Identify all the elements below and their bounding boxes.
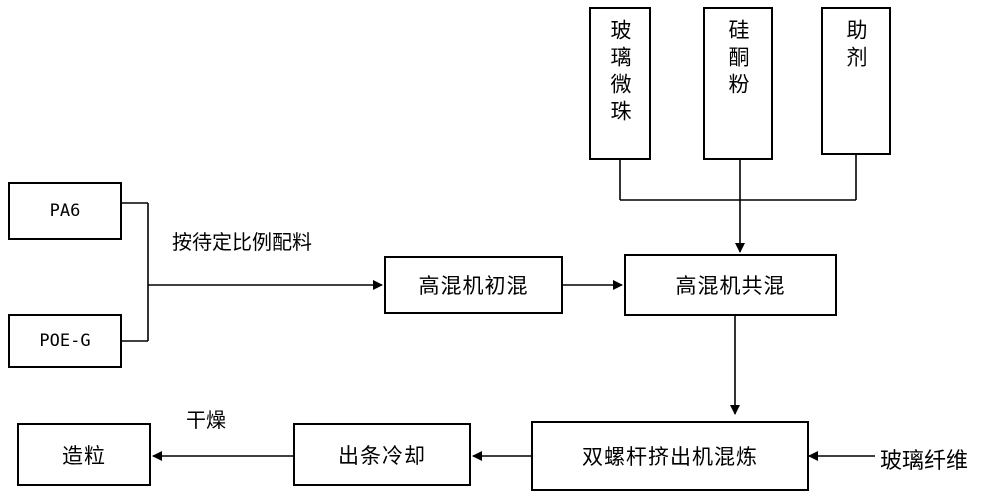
extrusion-label: 双螺杆挤出机混炼 bbox=[582, 441, 758, 471]
additive-label: 助剂 bbox=[841, 19, 871, 73]
pa6-label: PA6 bbox=[50, 201, 81, 221]
pelletizing-label: 造粒 bbox=[62, 440, 106, 470]
glass-beads-box: 玻璃微珠 bbox=[589, 7, 651, 160]
additive-box: 助剂 bbox=[821, 7, 891, 155]
proportion-label: 按待定比例配料 bbox=[172, 226, 312, 255]
cooling-box: 出条冷却 bbox=[293, 423, 471, 486]
pa6-box: PA6 bbox=[8, 182, 122, 240]
initial-mix-box: 高混机初混 bbox=[384, 256, 563, 314]
poe-label: POE-G bbox=[39, 331, 90, 351]
extrusion-box: 双螺杆挤出机混炼 bbox=[531, 421, 809, 491]
poe-box: POE-G bbox=[8, 314, 122, 368]
co-mix-label: 高混机共混 bbox=[676, 270, 786, 300]
silicone-powder-box: 硅酮粉 bbox=[703, 7, 773, 160]
drying-label: 干燥 bbox=[186, 404, 226, 433]
glass-beads-label: 玻璃微珠 bbox=[605, 19, 635, 127]
initial-mix-label: 高混机初混 bbox=[419, 270, 529, 300]
pelletizing-box: 造粒 bbox=[17, 423, 151, 486]
glass-fiber-label: 玻璃纤维 bbox=[880, 443, 968, 475]
silicone-powder-label: 硅酮粉 bbox=[723, 19, 753, 100]
co-mix-box: 高混机共混 bbox=[624, 254, 837, 316]
cooling-label: 出条冷却 bbox=[338, 440, 426, 470]
